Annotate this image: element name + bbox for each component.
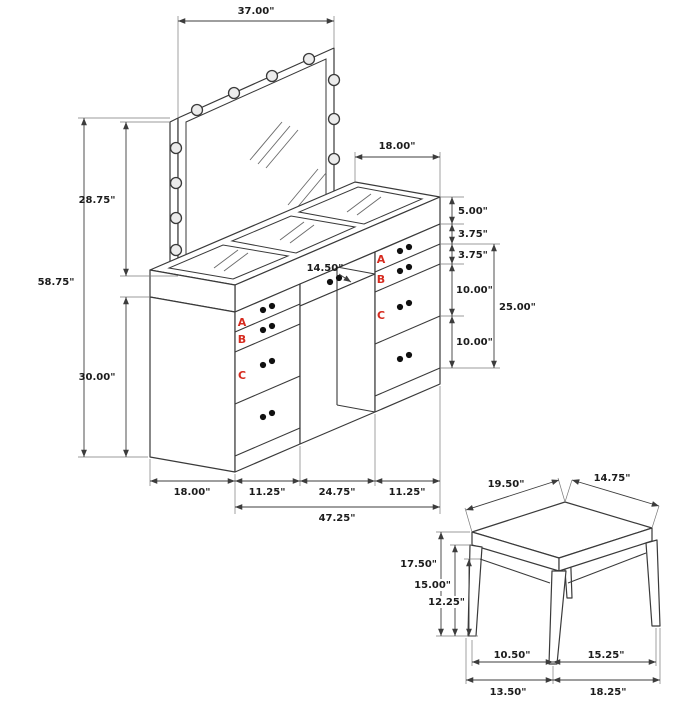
- dim-stool-seat-height: 15.00": [414, 580, 451, 591]
- knob-icon: [268, 322, 276, 330]
- dim-stool-base-left: 13.50": [490, 687, 527, 698]
- light-bulb-icon: [169, 176, 183, 190]
- left-drawer-label-c: C: [238, 369, 246, 382]
- vanity-dimension-lines: [78, 16, 500, 514]
- dim-stool-feet-front-left: 10.50": [494, 650, 531, 661]
- dim-stool-feet-front-right: 15.25": [588, 650, 625, 661]
- dim-center-drawer: 14.50": [307, 263, 344, 274]
- right-drawer-label-a: A: [377, 253, 386, 266]
- dim-kneehole: 24.75": [319, 487, 356, 498]
- glass-panel-center: [230, 215, 357, 254]
- knob-icon: [259, 413, 267, 421]
- knob-icon: [405, 263, 413, 271]
- light-bulb-icon: [227, 86, 241, 100]
- stool-apron-lines: [479, 552, 647, 584]
- right-drawer-label-b: B: [377, 273, 385, 286]
- dim-total-width: 47.25": [319, 513, 356, 524]
- dim-drawer-c: 10.00": [456, 285, 493, 296]
- knob-icon: [335, 274, 343, 282]
- drawer-knobs: [259, 243, 413, 421]
- glass-panel-right: [297, 186, 424, 225]
- stool: [467, 501, 661, 665]
- vanity-dimension-labels: 37.00" 28.75" 58.75" 30.00" 18.00" 5.00"…: [38, 6, 536, 524]
- knob-icon: [396, 355, 404, 363]
- light-bulb-icon: [169, 243, 183, 257]
- mirror-light-bulbs: [169, 52, 341, 257]
- dim-drawer-stack: 25.00": [499, 302, 536, 313]
- light-bulb-icon: [327, 112, 341, 126]
- stool-dimension-lines: [436, 477, 661, 684]
- dim-mirror-width: 37.00": [238, 6, 275, 17]
- right-drawer-label-c: C: [377, 309, 385, 322]
- knob-icon: [268, 357, 276, 365]
- dim-stool-seat-depth: 19.50": [488, 479, 525, 490]
- knob-icon: [405, 243, 413, 251]
- stool-front-leg: [548, 570, 567, 665]
- knob-icon: [259, 361, 267, 369]
- light-bulb-icon: [327, 73, 341, 87]
- dim-stool-total-height: 17.50": [400, 559, 437, 570]
- light-bulb-icon: [190, 103, 204, 117]
- light-bulb-icon: [169, 211, 183, 225]
- kneehole-inner-lines: [336, 266, 376, 413]
- knob-icon: [259, 306, 267, 314]
- knob-icon: [405, 299, 413, 307]
- dim-drawer-b: 3.75": [458, 250, 488, 261]
- dim-total-height: 58.75": [38, 277, 75, 288]
- dim-left-pedestal: 11.25": [249, 487, 286, 498]
- right-pedestal-drawer-lines: [374, 243, 441, 397]
- knob-icon: [396, 267, 404, 275]
- left-drawer-label-b: B: [238, 333, 246, 346]
- mirror-reflection-hatch: [249, 121, 327, 210]
- dim-stool-seat-width: 14.75": [594, 473, 631, 484]
- light-bulb-icon: [265, 69, 279, 83]
- dim-stool-apron-height: 12.25": [428, 597, 465, 608]
- dim-drawer-d: 10.00": [456, 337, 493, 348]
- knob-icon: [396, 303, 404, 311]
- dim-top-depth: 18.00": [379, 141, 416, 152]
- dim-mirror-height: 28.75": [79, 195, 116, 206]
- light-bulb-icon: [169, 141, 183, 155]
- left-pedestal-drawer-lines: [234, 303, 301, 457]
- light-bulb-icon: [327, 152, 341, 166]
- left-pedestal-side-face: [149, 296, 236, 473]
- dim-base-height: 30.00": [79, 372, 116, 383]
- dim-stool-base-right: 18.25": [590, 687, 627, 698]
- dim-right-pedestal: 11.25": [389, 487, 426, 498]
- left-drawer-label-a: A: [238, 316, 247, 329]
- stool-right-leg: [645, 539, 661, 627]
- vanity-table: A B C A B C: [149, 181, 441, 473]
- knob-icon: [326, 278, 334, 286]
- dim-side-depth: 18.00": [174, 487, 211, 498]
- glass-panel-left: [167, 244, 290, 280]
- dim-drawer-a: 3.75": [458, 229, 488, 240]
- knob-icon: [259, 326, 267, 334]
- dim-top-height: 5.00": [458, 206, 488, 217]
- knob-icon: [405, 351, 413, 359]
- stool-dimension-labels: 19.50" 14.75" 17.50" 15.00" 12.25" 10.50…: [398, 473, 630, 698]
- knob-icon: [268, 409, 276, 417]
- light-bulb-icon: [302, 52, 316, 66]
- knob-icon: [268, 302, 276, 310]
- glass-panels: [167, 186, 424, 280]
- knob-icon: [396, 247, 404, 255]
